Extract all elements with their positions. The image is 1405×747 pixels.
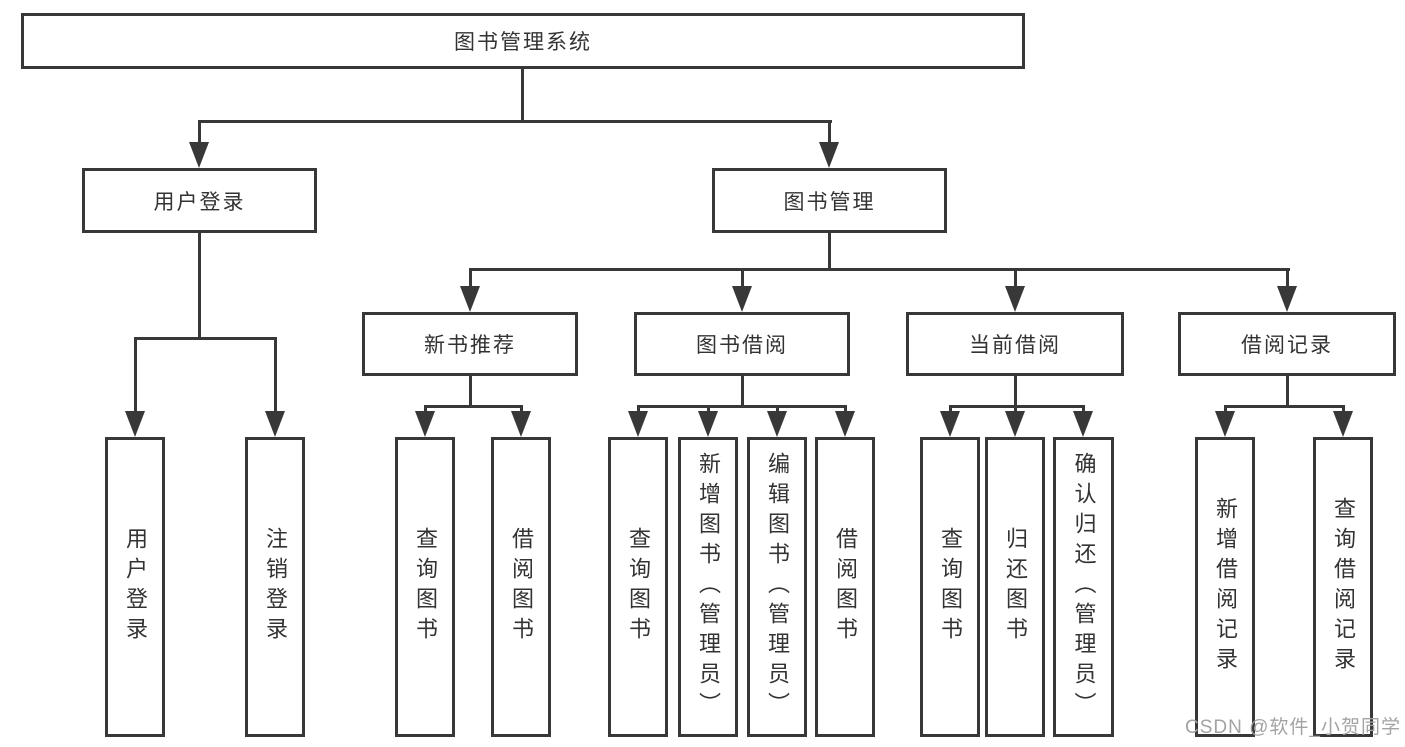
- connector-drop: [1342, 405, 1345, 415]
- leaf-add-borrow-record: 新增借阅记录: [1195, 437, 1255, 737]
- node-label: 归还图书: [1003, 527, 1028, 647]
- connector-drop-user-login: [198, 120, 201, 144]
- connector-arrowhead-book-borrowing: [732, 286, 752, 312]
- connector-drop: [844, 405, 847, 415]
- connector-user-login-stem: [198, 233, 201, 339]
- node-book-borrowing: 图书借阅: [634, 312, 850, 376]
- leaf-query-borrow-record: 查询借阅记录: [1313, 437, 1373, 737]
- leaf-user-login: 用户登录: [105, 437, 165, 737]
- node-label: 确认归还（管理员）: [1071, 452, 1097, 722]
- connector-arrowhead-borrowing-records: [1277, 286, 1297, 312]
- connector-drop: [637, 405, 640, 415]
- leaf-query-books-recommend: 查询图书: [395, 437, 455, 737]
- connector-new-book-rec-stem: [469, 376, 472, 408]
- node-label: 借阅图书: [509, 527, 534, 647]
- connector-borrowing-records-rail: [1224, 405, 1345, 408]
- connector-drop-current-borrowing: [1014, 268, 1017, 292]
- node-label: 查询图书: [626, 527, 651, 647]
- connector-drop-book-borrowing: [741, 268, 744, 292]
- connector-book-management-stem: [828, 233, 831, 271]
- node-label: 新增借阅记录: [1213, 497, 1238, 677]
- leaf-add-books-admin: 新增图书（管理员）: [678, 437, 738, 737]
- node-label: 图书管理: [783, 190, 876, 214]
- node-label: 图书管理系统: [454, 31, 592, 54]
- connector-arrowhead: [1005, 411, 1025, 437]
- connector-arrowhead: [1333, 411, 1353, 437]
- leaf-query-books-current: 查询图书: [920, 437, 980, 737]
- connector-drop: [424, 405, 427, 415]
- connector-drop: [1014, 405, 1017, 415]
- connector-drop: [1082, 405, 1085, 415]
- connector-arrowhead: [940, 411, 960, 437]
- connector-drop: [707, 405, 710, 415]
- connector-borrowing-records-stem: [1286, 376, 1289, 408]
- connector-arrowhead-new-book-recommendation: [460, 286, 480, 312]
- connector-book-borrowing-stem: [741, 376, 744, 408]
- connector-current-borrowing-rail: [949, 405, 1085, 408]
- node-label: 用户登录: [123, 527, 148, 647]
- node-borrowing-records: 借阅记录: [1178, 312, 1396, 376]
- csdn-watermark: CSDN @软件_小贺同学: [1185, 717, 1401, 738]
- connector-arrowhead: [698, 411, 718, 437]
- connector-arrowhead: [628, 411, 648, 437]
- node-label: 新书推荐: [424, 334, 516, 357]
- node-label: 注销登录: [263, 527, 288, 647]
- connector-user-login-rail: [134, 337, 277, 340]
- connector-current-borrowing-stem: [1014, 376, 1017, 408]
- connector-arrowhead-leaf-user-login: [125, 411, 145, 437]
- connector-arrowhead-leaf-logout: [265, 411, 285, 437]
- connector-arrowhead: [1073, 411, 1093, 437]
- node-library-management-system: 图书管理系统: [21, 13, 1025, 69]
- connector-drop-leaf-logout: [274, 337, 277, 415]
- node-label: 查询图书: [938, 527, 963, 647]
- connector-drop: [776, 405, 779, 415]
- node-label: 借阅图书: [833, 527, 858, 647]
- connector-arrowhead-user-login: [189, 142, 209, 168]
- node-book-management: 图书管理: [712, 168, 947, 233]
- connector-drop-book-management: [828, 120, 831, 144]
- connector-arrowhead-book-management: [819, 142, 839, 168]
- connector-level2-rail: [198, 120, 832, 123]
- leaf-borrow-books-recommend: 借阅图书: [491, 437, 551, 737]
- leaf-confirm-return-admin: 确认归还（管理员）: [1053, 437, 1114, 737]
- node-new-book-recommendation: 新书推荐: [362, 312, 578, 376]
- connector-drop-new-book-recommendation: [469, 268, 472, 292]
- leaf-logout: 注销登录: [245, 437, 305, 737]
- connector-drop: [1224, 405, 1227, 415]
- node-label: 当前借阅: [969, 334, 1061, 357]
- connector-root-stem: [521, 69, 524, 122]
- node-label: 查询借阅记录: [1331, 497, 1356, 677]
- node-label: 图书借阅: [696, 334, 788, 357]
- connector-arrowhead: [415, 411, 435, 437]
- connector-drop: [520, 405, 523, 415]
- node-label: 用户登录: [153, 190, 246, 214]
- connector-drop-leaf-user-login: [134, 337, 137, 415]
- connector-arrowhead: [511, 411, 531, 437]
- connector-arrowhead: [767, 411, 787, 437]
- connector-arrowhead: [835, 411, 855, 437]
- node-label: 新增图书（管理员）: [696, 452, 721, 722]
- connector-drop-borrowing-records: [1286, 268, 1289, 292]
- leaf-query-books-borrowing: 查询图书: [608, 437, 668, 737]
- connector-level3-rail: [469, 268, 1290, 271]
- leaf-borrow-books-borrowing: 借阅图书: [815, 437, 875, 737]
- node-user-login: 用户登录: [82, 168, 317, 233]
- connector-drop: [949, 405, 952, 415]
- connector-arrowhead: [1215, 411, 1235, 437]
- node-label: 编辑图书（管理员）: [765, 452, 790, 722]
- connector-new-book-rec-rail: [424, 405, 523, 408]
- leaf-return-books: 归还图书: [985, 437, 1045, 737]
- connector-arrowhead-current-borrowing: [1005, 286, 1025, 312]
- node-label: 借阅记录: [1241, 334, 1333, 357]
- node-current-borrowing: 当前借阅: [906, 312, 1124, 376]
- connector-book-borrowing-rail: [637, 405, 847, 408]
- leaf-edit-books-admin: 编辑图书（管理员）: [747, 437, 807, 737]
- node-label: 查询图书: [413, 527, 438, 647]
